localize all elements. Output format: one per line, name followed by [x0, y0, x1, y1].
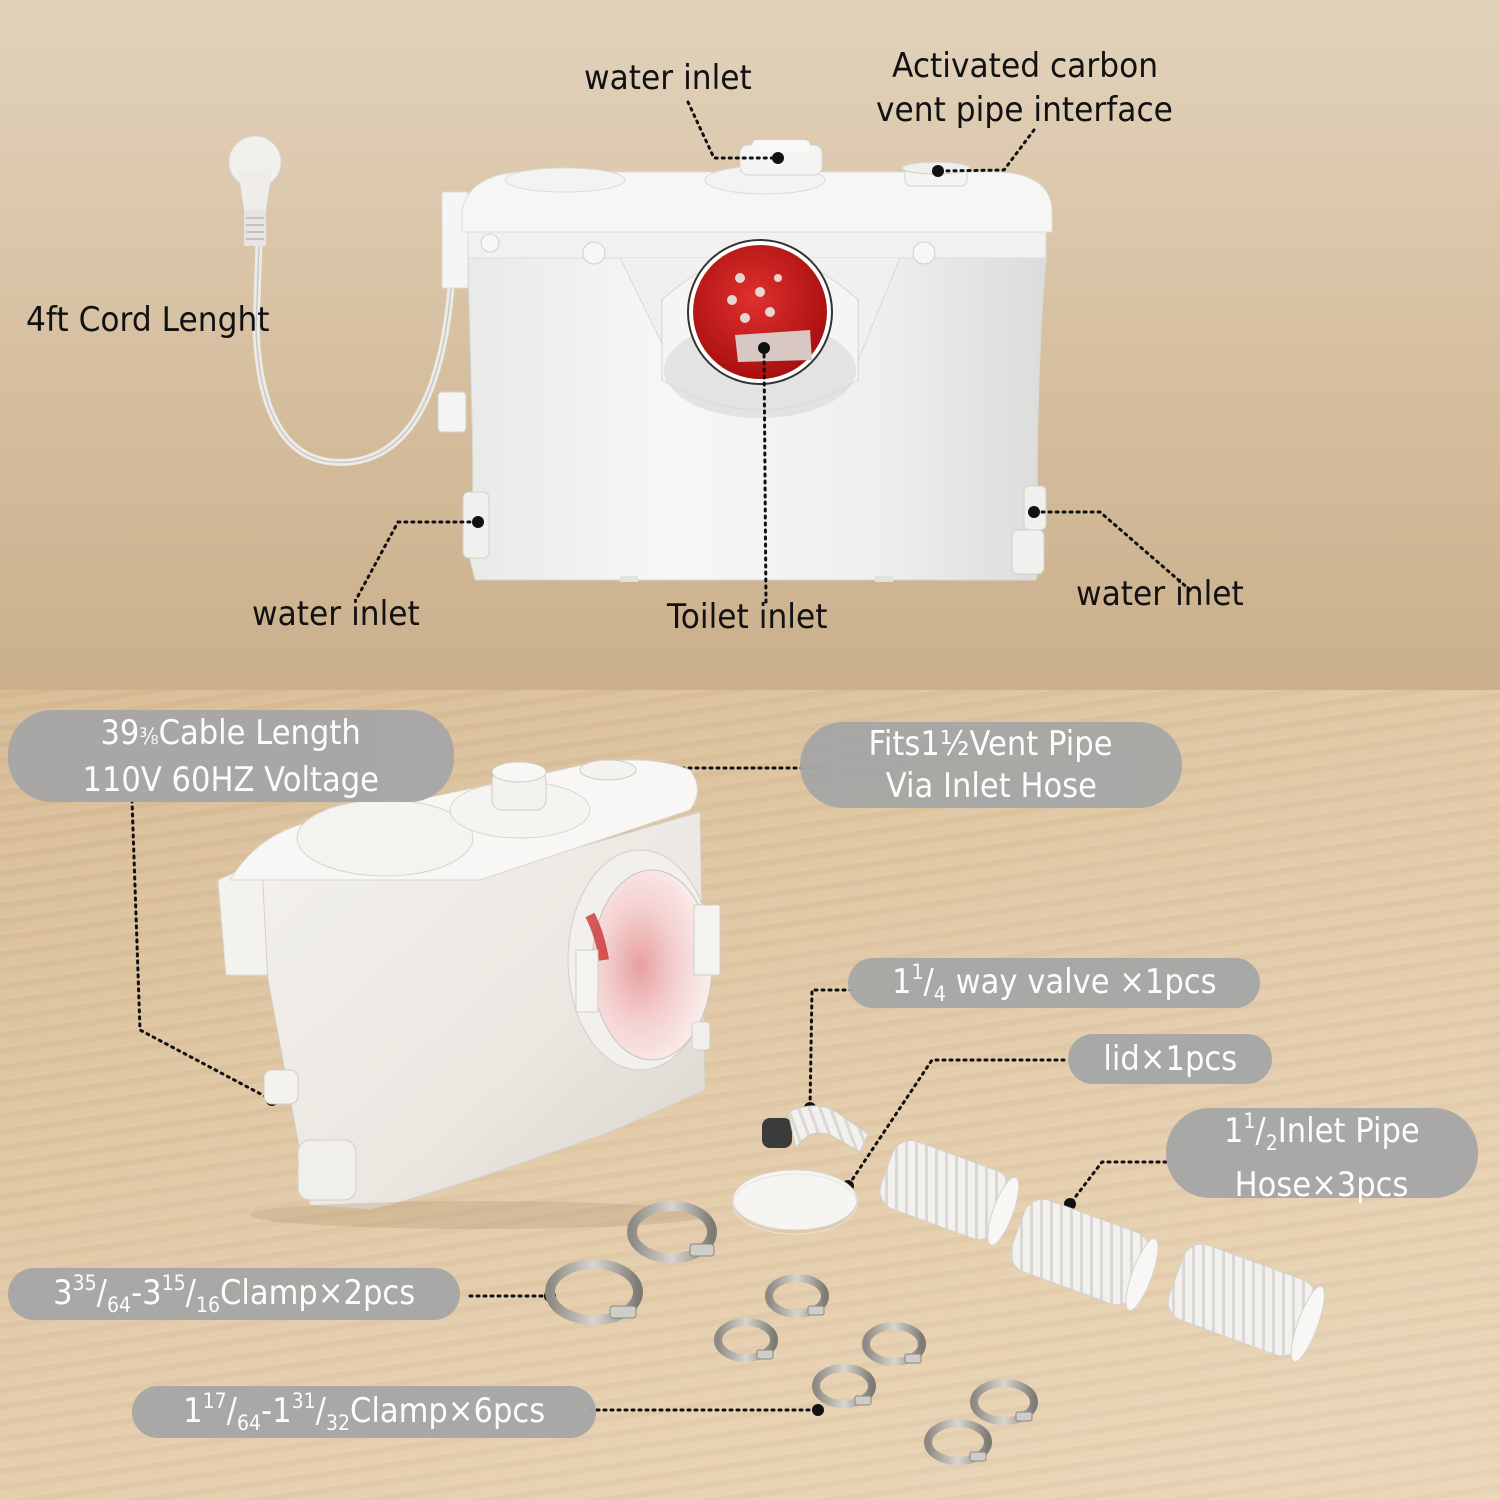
- callout-way-valve: 11/4 way valve ×1pcs: [848, 958, 1260, 1008]
- callout-inlet-hose: 11/2Inlet Pipe Hose×3pcs: [1166, 1108, 1478, 1205]
- label-cord-length: 4ft Cord Lenght: [26, 300, 270, 340]
- label-water-inlet-top: water inlet: [584, 58, 752, 98]
- top-leader-lines: [130, 100, 1192, 1412]
- power-plug-icon: [228, 135, 282, 246]
- hose-clamps: [545, 1201, 1038, 1465]
- chamber-holes: [727, 273, 782, 323]
- callout-small-clamp: 117/64-131/32Clamp×6pcs: [132, 1386, 596, 1438]
- bottom-macerator-unit: [217, 759, 721, 1229]
- inlet-hoses: [879, 1140, 1325, 1363]
- lid-disc: [732, 1169, 858, 1235]
- label-carbon-vent-line1: Activated carbon: [892, 46, 1159, 86]
- callout-vent-pipe: Fits1½Vent Pipe Via Inlet Hose: [800, 722, 1182, 808]
- clamp-screws: [609, 1243, 1033, 1462]
- label-water-inlet-left: water inlet: [252, 594, 420, 634]
- top-macerator-unit: [228, 135, 1053, 582]
- callout-large-clamp: 335/64-315/16Clamp×2pcs: [8, 1268, 460, 1320]
- callout-lid: lid×1pcs: [1068, 1034, 1272, 1084]
- label-water-inlet-right: water inlet: [1076, 574, 1244, 614]
- label-carbon-vent-line2: vent pipe interface: [876, 90, 1173, 130]
- wood-floor-background: [0, 690, 1500, 1500]
- label-toilet-inlet: Toilet inlet: [667, 597, 828, 637]
- callout-cable-voltage: 39⅜Cable Length 110V 60HZ Voltage: [8, 710, 454, 802]
- four-way-valve: [762, 1105, 869, 1153]
